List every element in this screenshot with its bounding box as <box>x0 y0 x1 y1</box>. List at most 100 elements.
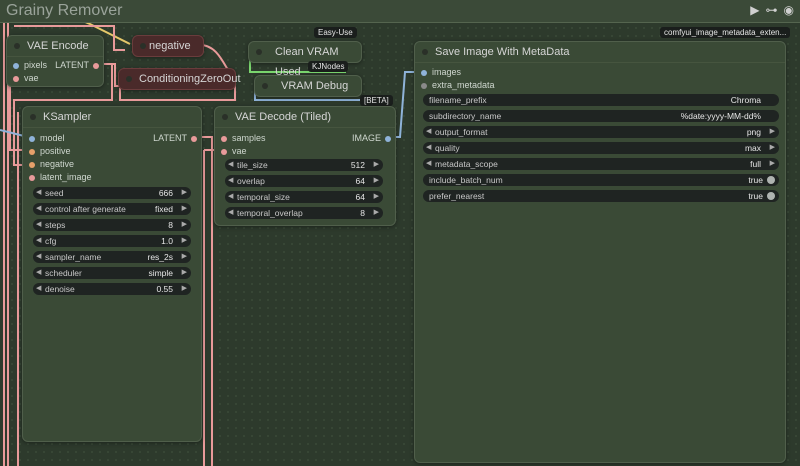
combo-prev-arrow-icon[interactable]: ◀ <box>426 160 432 167</box>
decrement-arrow-icon[interactable]: ◀ <box>228 161 234 168</box>
combo-prev-arrow-icon[interactable]: ◀ <box>36 253 42 260</box>
increment-arrow-icon[interactable]: ▶ <box>181 285 187 292</box>
collapse-dot-icon[interactable] <box>262 83 268 89</box>
input-extra-metadata[interactable]: extra_metadata <box>421 80 495 90</box>
output-latent[interactable]: LATENT <box>55 60 99 70</box>
save-image-metadata-node[interactable]: Save Image With MetaData images extra_me… <box>414 41 786 463</box>
decrement-arrow-icon[interactable]: ◀ <box>36 221 42 228</box>
combo-prev-arrow-icon[interactable]: ◀ <box>36 205 42 212</box>
vae-encode-node[interactable]: VAE Encode pixels vae LATENT <box>6 35 104 87</box>
decrement-arrow-icon[interactable]: ◀ <box>36 285 42 292</box>
combo-arrow-icon[interactable]: ▶ <box>769 128 775 135</box>
widget-value: 8 <box>360 208 365 218</box>
widget-label: subdirectory_name <box>429 111 502 121</box>
increment-arrow-icon[interactable]: ▶ <box>373 193 379 200</box>
input-negative[interactable]: negative <box>29 159 74 169</box>
increment-arrow-icon[interactable]: ▶ <box>181 221 187 228</box>
decrement-arrow-icon[interactable]: ◀ <box>36 189 42 196</box>
widget-value: 0.55 <box>156 284 173 294</box>
collapse-dot-icon[interactable] <box>256 49 262 55</box>
combo-arrow-icon[interactable]: ▶ <box>181 253 187 260</box>
widget-value: full <box>750 159 761 169</box>
increment-arrow-icon[interactable]: ▶ <box>373 161 379 168</box>
widget-label: steps <box>45 220 66 230</box>
vram-debug-node[interactable]: VRAM Debug <box>254 75 362 97</box>
widget-label: sampler_name <box>45 252 102 262</box>
input-positive[interactable]: positive <box>29 146 71 156</box>
decrement-arrow-icon[interactable]: ◀ <box>228 209 234 216</box>
widget-value: true <box>748 175 763 185</box>
collapse-dot-icon[interactable] <box>140 43 146 49</box>
combo-arrow-icon[interactable]: ▶ <box>181 205 187 212</box>
group-controls: ▶ ⊶ ◉ <box>750 3 794 17</box>
widget-label: output_format <box>435 127 488 137</box>
widget-include-batch-num[interactable]: include_batch_num true <box>423 174 779 186</box>
input-latent-image[interactable]: latent_image <box>29 172 92 182</box>
output-image[interactable]: IMAGE <box>352 133 391 143</box>
collapse-dot-icon[interactable] <box>30 114 36 120</box>
input-pixels[interactable]: pixels <box>13 60 47 70</box>
input-samples[interactable]: samples <box>221 133 266 143</box>
widget-label: temporal_overlap <box>237 208 303 218</box>
collapse-dot-icon[interactable] <box>14 43 20 49</box>
input-vae[interactable]: vae <box>13 73 39 83</box>
widget-value: png <box>746 127 761 137</box>
collapse-dot-icon[interactable] <box>126 76 132 82</box>
metadata-extension-badge: comfyui_image_metadata_exten... <box>660 27 791 38</box>
widget-value: Chroma <box>730 95 761 105</box>
connect-icon[interactable]: ⊶ <box>765 3 778 17</box>
decrement-arrow-icon[interactable]: ◀ <box>36 237 42 244</box>
widget-subdirectory-name[interactable]: subdirectory_name%date:yyyy-MM-dd% <box>423 110 779 122</box>
widget-value: fixed <box>155 204 173 214</box>
clean-vram-node[interactable]: Clean VRAM Used <box>248 41 362 78</box>
combo-prev-arrow-icon[interactable]: ◀ <box>426 144 432 151</box>
vae-encode-title: VAE Encode <box>7 36 103 57</box>
collapse-dot-icon[interactable] <box>422 49 428 55</box>
input-model[interactable]: model <box>29 133 65 143</box>
ksampler-node[interactable]: KSampler model positive negative latent_… <box>22 106 202 442</box>
vae-decode-tiled-node[interactable]: VAE Decode (Tiled) samples vae IMAGE ◀ti… <box>214 106 396 226</box>
play-icon[interactable]: ▶ <box>750 3 760 17</box>
negative-node[interactable]: negative <box>132 35 204 57</box>
toggle-knob-icon[interactable] <box>767 176 775 184</box>
decrement-arrow-icon[interactable]: ◀ <box>228 177 234 184</box>
toggle-knob-icon[interactable] <box>767 192 775 200</box>
negative-node-title: negative <box>133 36 203 56</box>
increment-arrow-icon[interactable]: ▶ <box>373 177 379 184</box>
combo-prev-arrow-icon[interactable]: ◀ <box>36 269 42 276</box>
conditioning-zero-out-node[interactable]: ConditioningZeroOut <box>118 68 241 90</box>
combo-arrow-icon[interactable]: ▶ <box>181 269 187 276</box>
combo-prev-arrow-icon[interactable]: ◀ <box>426 128 432 135</box>
group-header[interactable]: Grainy Remover ▶ ⊶ ◉ <box>0 0 800 23</box>
input-images[interactable]: images <box>421 67 461 77</box>
eye-icon[interactable]: ◉ <box>783 3 794 17</box>
combo-arrow-icon[interactable]: ▶ <box>769 160 775 167</box>
widget-value: true <box>748 191 763 201</box>
combo-arrow-icon[interactable]: ▶ <box>769 144 775 151</box>
input-vae[interactable]: vae <box>221 146 247 156</box>
collapse-dot-icon[interactable] <box>222 114 228 120</box>
vram-debug-title: VRAM Debug <box>255 76 361 96</box>
increment-arrow-icon[interactable]: ▶ <box>373 209 379 216</box>
widget-output-format[interactable]: output_format png ▶ ◀ <box>423 126 779 138</box>
widget-temporal-overlap[interactable]: ◀temporal_overlap 8 ▶ <box>225 207 383 219</box>
increment-arrow-icon[interactable]: ▶ <box>181 189 187 196</box>
widget-label: include_batch_num <box>429 175 503 185</box>
decrement-arrow-icon[interactable]: ◀ <box>228 193 234 200</box>
output-latent[interactable]: LATENT <box>153 133 197 143</box>
increment-arrow-icon[interactable]: ▶ <box>181 237 187 244</box>
